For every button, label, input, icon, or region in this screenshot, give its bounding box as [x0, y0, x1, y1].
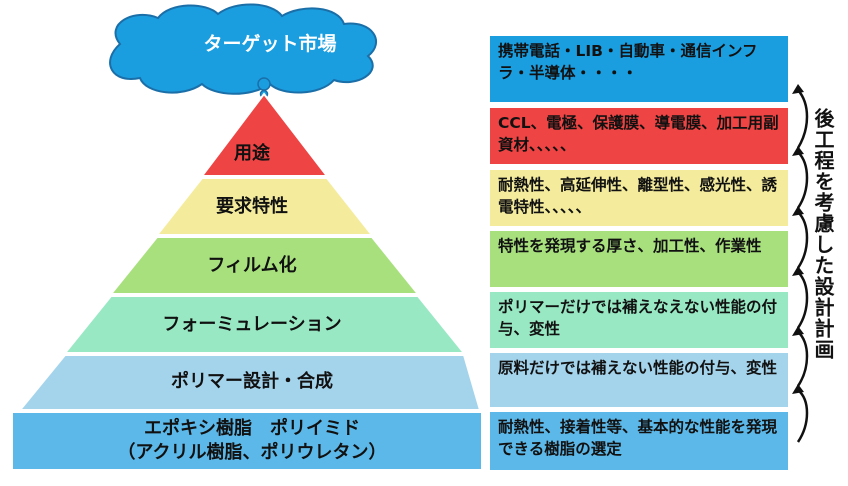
tier-use-label: 用途 [234, 143, 270, 164]
box-resin: 耐熱性、接着性等、基本的な性能を発現できる樹脂の選定 [490, 412, 788, 470]
tier-base-label-line1: エポキシ樹脂 ポリイミド [144, 418, 360, 439]
box-properties: 耐熱性、高延伸性、離型性、感光性、誘電特性、、、、、 [490, 170, 788, 226]
tier-base-label-line2: （アクリル樹脂、ポリウレタン） [117, 442, 387, 463]
box-film: 特性を発現する厚さ、加工性、作業性 [490, 231, 788, 287]
pyramid-tier-requirements [154, 177, 375, 236]
arrow-heads [792, 84, 804, 394]
side-label: 後工程を考慮した設計計画 [811, 108, 835, 360]
pyramid-tier-formulation [62, 295, 467, 354]
box-polymer: 原料だけでは補えない性能の付与、変性 [490, 353, 788, 407]
tier-formulation-label: フォーミュレーション [162, 314, 342, 335]
tier-polymer-label: ポリマー設計・合成 [171, 371, 333, 392]
pyramid-tier-base [11, 411, 483, 471]
upward-arrows [796, 89, 809, 443]
pyramid-tier-film [108, 236, 421, 295]
pyramid-tier-use [199, 92, 330, 177]
box-applications: CCL、電極、保護膜、導電膜、加工用副資材、、、、、 [490, 108, 788, 164]
cloud-shape [109, 3, 377, 95]
pyramid-tier-polymer [17, 354, 482, 411]
box-markets: 携帯電話・LIB・自動車・通信インフラ・半導体・・・・ [490, 36, 788, 102]
tier-requirements-label: 要求特性 [216, 196, 288, 217]
target-market-label: ターゲット市場 [203, 33, 337, 55]
tier-film-label: フィルム化 [207, 255, 297, 276]
box-formulation: ポリマーだけでは補えなえない性能の付与、変性 [490, 292, 788, 348]
cloud-tail-bubble [257, 77, 271, 91]
